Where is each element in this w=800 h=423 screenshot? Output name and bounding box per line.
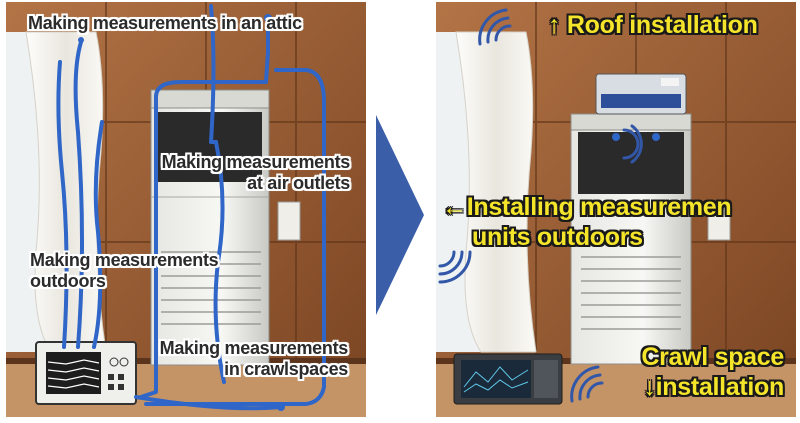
label-roof-installation: ↑ Roof installation	[548, 11, 758, 40]
after-photo-panel: ↑ Roof installation ←Installing measurem…	[436, 2, 796, 417]
wall-control-panel	[707, 201, 731, 241]
before-photo-panel: Making measurements in an attic Making m…	[6, 2, 366, 417]
room-scene-wired	[6, 2, 366, 417]
sensor-right	[652, 133, 660, 141]
measurement-cables	[56, 4, 326, 411]
intake-grille	[161, 251, 261, 325]
up-arrow-icon: ↑	[548, 11, 561, 39]
label-crawl-space: Crawl space ↓installation	[586, 342, 784, 402]
wireless-logger-unit	[595, 73, 687, 115]
handheld-recorder	[453, 353, 563, 405]
label-crawlspaces: Making measurements in crawlspaces	[114, 338, 349, 380]
wall-control-panel	[277, 201, 301, 241]
label-crawl-line2: installation	[655, 373, 785, 401]
room-scene-wireless	[436, 2, 796, 417]
label-outdoor-line2: units outdoors	[472, 223, 643, 251]
curtain	[455, 31, 537, 353]
label-attic: Making measurements in an attic	[28, 13, 302, 33]
down-arrow-icon: ↓	[643, 373, 656, 401]
air-outlet-grille	[158, 112, 262, 182]
left-arrow-icon: ←	[442, 193, 467, 221]
sensor-left	[612, 133, 620, 141]
intake-grille	[581, 256, 681, 330]
label-air-outlets-line1: Making measurements	[161, 152, 351, 172]
label-air-outlets: Making measurements at air outlets	[114, 152, 351, 194]
label-outdoors: Making measurements outdoors	[30, 250, 219, 292]
label-crawlspaces-line2: in crawlspaces	[224, 359, 348, 379]
label-outdoors-line1: Making measurements	[30, 250, 219, 270]
label-outdoor-line1: Installing measuremen	[466, 193, 732, 221]
label-outdoor-units: ←Installing measuremen units outdoors	[442, 192, 732, 252]
transition-arrow	[376, 115, 424, 315]
label-crawlspaces-line1: Making measurements	[159, 338, 349, 358]
data-logger-device	[35, 341, 137, 405]
wireless-signal-waves	[438, 8, 643, 403]
label-crawl-line1: Crawl space	[641, 343, 784, 371]
label-air-outlets-line2: at air outlets	[247, 173, 350, 193]
label-roof-text: Roof installation	[566, 11, 758, 39]
label-outdoors-line2: outdoors	[30, 271, 106, 291]
